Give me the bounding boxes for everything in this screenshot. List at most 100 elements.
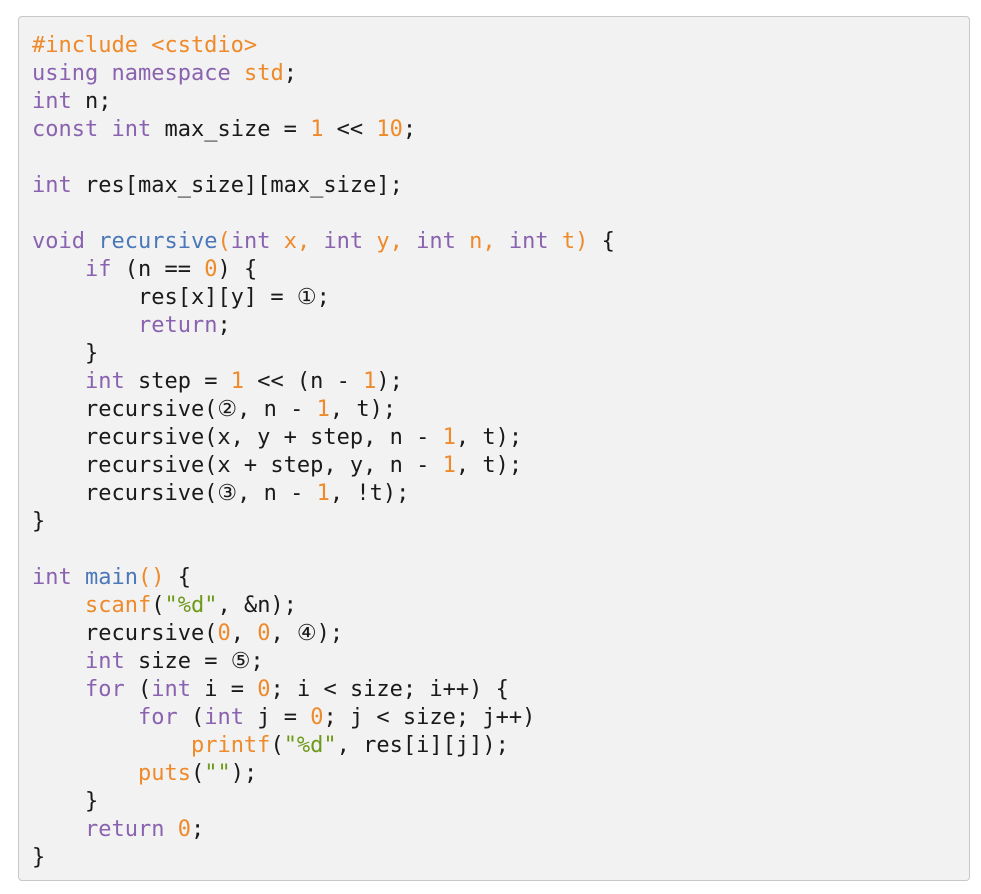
code-token: 0 [310,705,324,730]
code-token: return [84,817,165,842]
code-token [32,817,85,842]
code-token: 10 [376,117,403,142]
code-token: const [32,117,99,142]
code-token: std [243,61,284,86]
code-token: ; [283,61,297,86]
code-token: int [32,173,72,198]
code-line: recursive(③, n - 1, !t); [32,480,969,508]
code-token [32,733,191,758]
code-token: int [84,649,125,674]
code-token [98,61,111,86]
code-token: "%d" [283,733,337,758]
code-token: ; j < size; j++) [323,705,536,730]
code-token: res[max_size][max_size]; [71,173,403,198]
code-token: int [230,229,271,254]
code-line: int step = 1 << (n - 1); [32,368,969,396]
code-body: #include <cstdio>using namespace std;int… [32,32,969,872]
code-token: ; [190,817,205,842]
code-token: 1 [310,117,324,142]
code-line: return 0; [32,816,969,844]
code-token: } [32,845,46,870]
code-token: step = [124,369,231,394]
code-token: ); [376,369,403,394]
code-token: , [230,621,258,646]
code-token: 0 [177,817,191,842]
code-token: ( [124,677,152,702]
code-token: void [32,229,85,254]
code-token [32,677,85,702]
code-token: #include <cstdio> [32,33,258,58]
code-line: using namespace std; [32,60,969,88]
code-token: int [111,117,152,142]
code-token: for [84,677,125,702]
code-token: , t); [329,397,397,422]
code-token: , t); [455,425,523,450]
code-token [32,761,138,786]
code-token: ( [217,229,231,254]
code-line: #include <cstdio> [32,32,969,60]
code-token: ( [151,593,165,618]
code-token [32,369,85,394]
code-token: return [137,313,218,338]
code-line: printf("%d", res[i][j]); [32,732,969,760]
code-token [98,117,111,142]
code-line: int main() { [32,564,969,592]
code-token: int [32,565,72,590]
code-token: int [323,229,364,254]
code-token [32,257,85,282]
code-token: n, [455,229,509,254]
code-line [32,144,969,172]
code-line: for (int j = 0; j < size; j++) [32,704,969,732]
code-token: ( [190,761,205,786]
code-line: int n; [32,88,969,116]
code-line: } [32,508,969,536]
code-line: recursive(x + step, y, n - 1, t); [32,452,969,480]
code-token: recursive [98,229,218,254]
code-token: , !t); [329,481,410,506]
code-token: , t); [455,453,523,478]
code-token [231,61,244,86]
code-token: puts [137,761,191,786]
code-token: << (n - [243,369,364,394]
code-token: } [32,509,46,534]
code-token: t) [548,229,589,254]
code-line: recursive(0, 0, ④); [32,620,969,648]
code-token: using [32,61,99,86]
code-line [32,200,969,228]
code-token: recursive(②, n - [32,397,317,422]
code-token: n; [71,89,112,114]
code-token: namespace [111,61,231,86]
code-token [32,593,85,618]
code-token: 1 [363,369,377,394]
code-token: j = [243,705,311,730]
code-token: () [137,565,165,590]
code-token: recursive(x + step, y, n - [32,453,443,478]
code-line: for (int i = 0; i < size; i++) { [32,676,969,704]
code-token: 1 [316,481,330,506]
code-token: for [137,705,178,730]
code-token: int [508,229,549,254]
code-token [85,229,98,254]
code-token: ; [217,313,231,338]
code-token: int [416,229,456,254]
code-token: 0 [217,621,231,646]
code-token: } [32,789,99,814]
code-token: 0 [257,621,271,646]
code-token: main [85,565,138,590]
code-token: ; i < size; i++) { [270,677,509,702]
code-token: x, [270,229,324,254]
code-token: size = ⑤; [124,649,264,674]
code-token: 1 [442,425,456,450]
code-token: recursive( [32,621,218,646]
code-token: "%d" [164,593,218,618]
code-token: scanf [84,593,152,618]
code-token: "" [204,761,231,786]
code-token [72,565,85,590]
code-token: int [204,705,244,730]
code-token: ); [230,761,258,786]
code-token: if [84,257,112,282]
code-line: int size = ⑤; [32,648,969,676]
code-token: y, [363,229,417,254]
code-line: scanf("%d", &n); [32,592,969,620]
code-token [32,705,138,730]
